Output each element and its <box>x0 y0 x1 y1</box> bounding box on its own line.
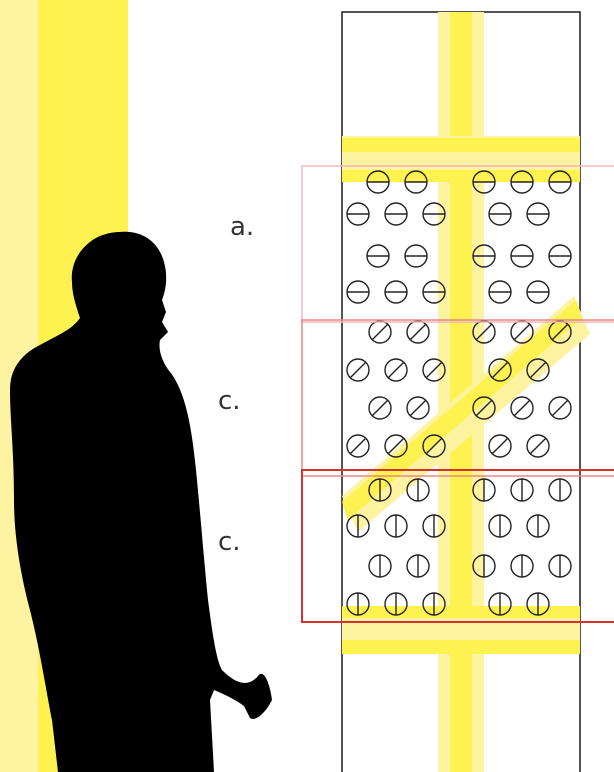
label-top: a. <box>230 212 254 242</box>
bottom-band-bright <box>342 606 580 618</box>
label-bottom: c. <box>218 527 241 557</box>
label-middle: c. <box>218 386 241 416</box>
bottom-band-bright-2 <box>342 640 580 654</box>
top-band-bright <box>342 138 580 152</box>
panel <box>342 12 590 772</box>
top-band-bright-2 <box>342 170 580 182</box>
